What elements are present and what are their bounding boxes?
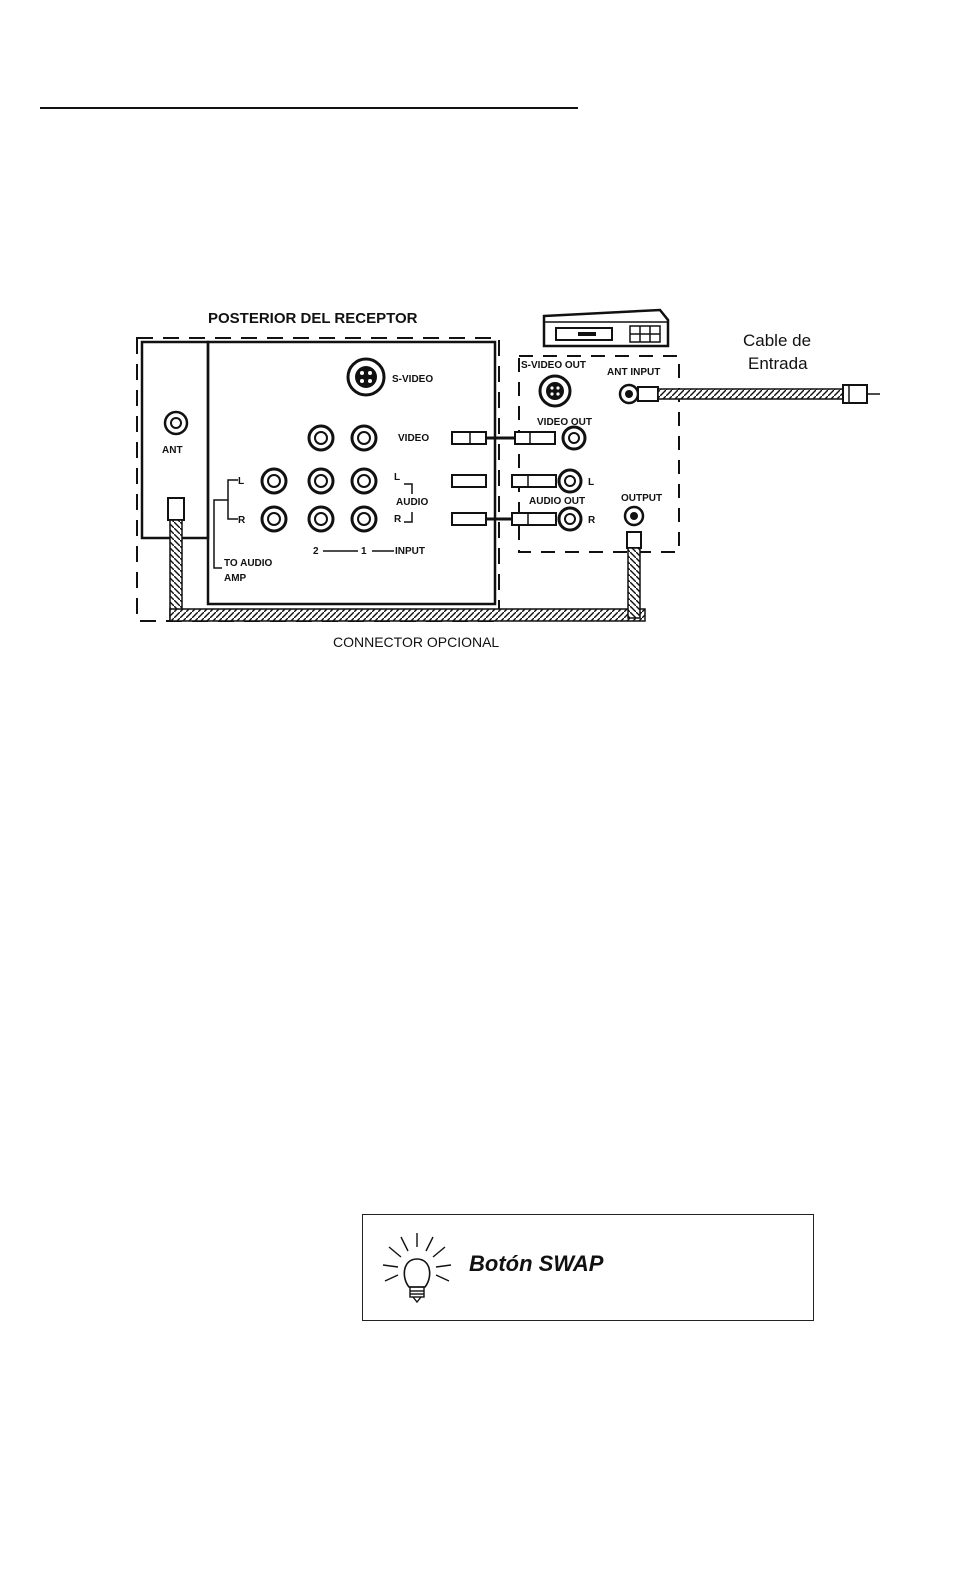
rca-jacks <box>262 426 376 531</box>
audio-r-cable <box>452 513 556 525</box>
audio-left-label: L <box>394 472 400 483</box>
lightbulb-icon <box>371 1229 463 1309</box>
svideo-out-label: S-VIDEO OUT <box>521 360 586 371</box>
audio-label: AUDIO <box>396 497 428 508</box>
ant-input-label: ANT INPUT <box>607 367 660 378</box>
jack-audio-l-1 <box>352 469 376 493</box>
audio-right-label: R <box>394 514 402 525</box>
jack-video-1 <box>352 426 376 450</box>
audio-amp-bracket <box>214 480 238 568</box>
connection-diagram: POSTERIOR DEL RECEPTOR ANT S-VIDEO L R T… <box>0 0 955 1200</box>
to-audio-amp-label-2: AMP <box>224 573 247 584</box>
audio-out-label: AUDIO OUT <box>529 496 585 507</box>
vcr-left-label: L <box>588 477 594 488</box>
amp-right-label: R <box>238 515 246 526</box>
jack-audio-r-1 <box>352 507 376 531</box>
tip-box: Botón SWAP <box>362 1214 814 1321</box>
vcr-svideo-jack <box>540 376 570 406</box>
receiver-outline <box>137 338 499 621</box>
jack-video-2 <box>309 426 333 450</box>
cable-label-2: Entrada <box>748 354 808 373</box>
vcr-audio-l-jack <box>559 470 581 492</box>
jack-amp-l <box>262 469 286 493</box>
svideo-jack <box>348 359 384 395</box>
incoming-coax-cable <box>638 385 880 403</box>
vcr-video-out-jack <box>563 427 585 449</box>
ant-jack <box>165 412 187 434</box>
output-label: OUTPUT <box>621 493 662 504</box>
video-label: VIDEO <box>398 433 429 444</box>
amp-left-label: L <box>238 476 244 487</box>
to-audio-amp-label-1: TO AUDIO <box>224 558 273 569</box>
tip-title: Botón SWAP <box>469 1251 603 1277</box>
audio-l-cable <box>452 475 556 487</box>
vcr-audio-r-jack <box>559 508 581 530</box>
jack-audio-r-2 <box>309 507 333 531</box>
rca-cables <box>452 432 556 525</box>
vcr-icon <box>544 310 668 346</box>
input-label: INPUT <box>395 546 425 557</box>
vcr-right-label: R <box>588 515 596 526</box>
ant-label: ANT <box>162 445 183 456</box>
connector-label: CONNECTOR OPCIONAL <box>333 634 499 650</box>
jack-audio-l-2 <box>309 469 333 493</box>
input-2-label: 2 <box>313 546 319 557</box>
video-out-label: VIDEO OUT <box>537 417 592 428</box>
vcr-ant-input-jack <box>620 385 638 403</box>
vcr-output-jack <box>625 507 643 525</box>
receiver-title: POSTERIOR DEL RECEPTOR <box>208 310 418 327</box>
cable-label-1: Cable de <box>743 331 811 350</box>
svideo-label: S-VIDEO <box>392 374 433 385</box>
input-1-label: 1 <box>361 546 367 557</box>
jack-amp-r <box>262 507 286 531</box>
video-cable <box>452 432 555 444</box>
